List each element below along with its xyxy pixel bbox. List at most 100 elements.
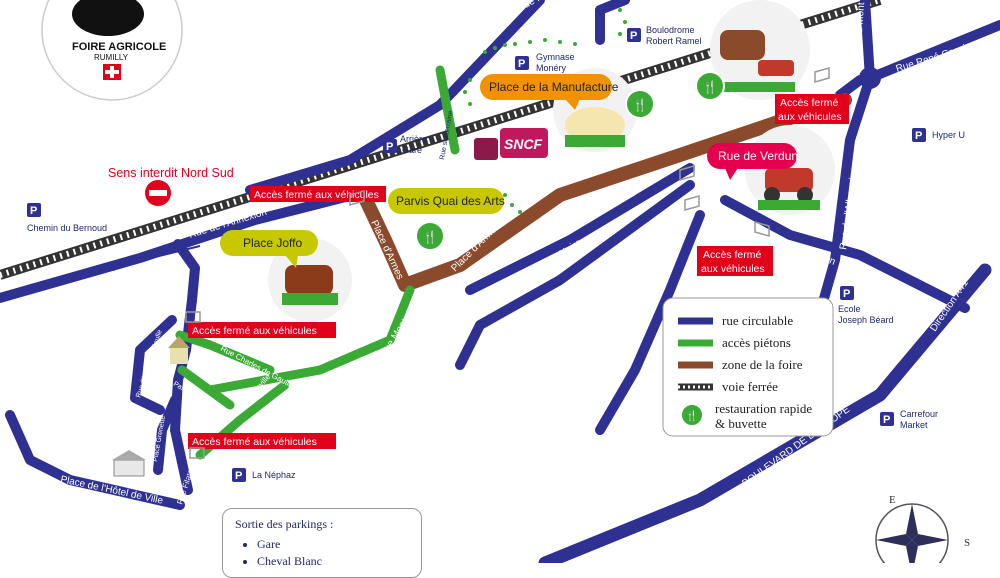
church-icon	[168, 336, 190, 364]
svg-text:Accès fermé aux véhicules: Accès fermé aux véhicules	[192, 436, 317, 448]
place-parvis-label: Parvis Quai des Arts	[396, 194, 505, 208]
compass-rose-icon: E S	[875, 494, 970, 563]
parking-boulodrome: P Boulodrome Robert Ramel	[627, 25, 702, 46]
parking-exits-list: Gare Cheval Blanc	[235, 536, 409, 570]
parkings: P Chemin du Bernoud P Arrière Gare P Gym…	[27, 25, 965, 482]
road-hotel-de-ville	[5, 410, 185, 510]
resto-icon-manufacture	[625, 89, 655, 119]
warning-banner-repos	[188, 322, 336, 338]
svg-text:Gymnase: Gymnase	[536, 52, 575, 62]
parking-ecole: P Ecole Joseph Béard	[838, 286, 894, 325]
svg-text:🍴: 🍴	[423, 230, 438, 244]
barriers	[185, 67, 830, 459]
sens-interdit-label: Sens interdit Nord Sud	[108, 166, 234, 180]
one-way-arrow	[106, 245, 201, 271]
svg-text:P: P	[915, 130, 922, 142]
svg-text:Accès fermé: Accès fermé	[703, 249, 762, 261]
svg-text:P: P	[843, 288, 850, 300]
svg-text:Boulodrome: Boulodrome	[646, 25, 695, 35]
compass-south: S	[964, 537, 970, 549]
parking-exit-item: Cheval Blanc	[257, 553, 409, 570]
svg-text:Monéry: Monéry	[536, 63, 567, 73]
resto-icon-horse	[695, 71, 725, 101]
parking-exit-item: Gare	[257, 536, 409, 553]
legend-resto-icon	[680, 403, 704, 427]
legend-item-pedestrian: accès piétons	[722, 335, 791, 350]
footsteps	[463, 8, 627, 214]
compass-east: E	[889, 494, 896, 506]
legend-item-resto-2: & buvette	[715, 416, 767, 431]
svg-text:P: P	[630, 30, 637, 42]
road-pont-du-mont-blanc	[860, 0, 875, 83]
fair-zone	[358, 93, 852, 292]
svg-text:Robert Ramel: Robert Ramel	[646, 36, 702, 46]
parking-arriere-gare: P Arrière Gare	[383, 134, 427, 155]
label-place-hotel-de-ville: Place de l'Hôtel de Ville	[59, 474, 164, 507]
parking-chemin-bernoud: P Chemin du Bernoud	[27, 203, 107, 233]
town-hall-icon	[112, 450, 146, 477]
road-rue-de-lannexion	[0, 187, 370, 303]
place-verdun-label: Rue de Verdun	[718, 149, 798, 163]
place-joffo-area: Place Joffo	[220, 230, 352, 322]
svg-text:P: P	[30, 205, 37, 217]
legend-item-resto-1: restauration rapide	[715, 401, 812, 416]
svg-text:Accès fermé aux véhicules: Accès fermé aux véhicules	[254, 189, 379, 201]
parking-gymnase: P Gymnase Monéry	[515, 52, 575, 73]
svg-text:Chemin du Bernoud: Chemin du Bernoud	[27, 223, 107, 233]
svg-text:P: P	[386, 141, 393, 153]
place-manufacture-bubble	[480, 74, 612, 100]
road-rue-terreaux	[465, 163, 695, 295]
road-avenue-gantin-east	[835, 75, 865, 100]
warning-banner-verdun	[697, 246, 773, 276]
parking-la-nephaz: P La Néphaz	[232, 468, 296, 482]
road-boulevard-europe	[538, 263, 992, 563]
place-joffo-bubble	[220, 230, 318, 256]
svg-text:Arrière: Arrière	[400, 134, 427, 144]
parking-exits-box: Sortie des parkings : Gare Cheval Blanc	[222, 508, 422, 578]
fair-map: Rue de l'Industrie Rue de la Gare Rue de…	[0, 0, 1000, 563]
svg-text:SNCF: SNCF	[504, 136, 543, 152]
sncf-logo: SNCF	[474, 128, 548, 160]
place-manufacture-label: Place de la Manufacture	[489, 80, 619, 94]
warning-banner-filaterie	[188, 433, 336, 449]
cow-silhouette-icon	[72, 0, 144, 36]
road-rue-de-lindustrie	[345, 0, 545, 165]
road-rue-charles-de-gaulle-west	[130, 315, 177, 415]
place-parvis-area: Parvis Quai des Arts 🍴	[388, 188, 505, 251]
place-manufacture-area: Place de la Manufacture 🍴	[480, 68, 655, 152]
road-rue-rene-cassin	[865, 20, 1000, 83]
road-place-grenette	[153, 395, 180, 475]
fair-logo: FOIRE AGRICOLE RUMILLY	[41, 0, 183, 101]
road-boulodrome	[595, 0, 630, 45]
place-joffo-label: Place Joffo	[243, 236, 302, 250]
road-rue-de-lalbanais	[810, 73, 875, 335]
svg-text:Hyper U: Hyper U	[932, 130, 965, 140]
svg-text:Joseph Béard: Joseph Béard	[838, 315, 894, 325]
warnings: Sens interdit Nord Sud Accès fermé aux v…	[108, 94, 849, 449]
place-verdun-bubble	[707, 143, 797, 169]
svg-text:P: P	[518, 58, 525, 70]
svg-text:Market: Market	[900, 420, 928, 430]
svg-text:🍴: 🍴	[703, 80, 718, 94]
svg-text:aux véhicules: aux véhicules	[701, 263, 765, 275]
road-rue-de-verdun	[720, 195, 970, 313]
parking-exits-title: Sortie des parkings :	[235, 517, 334, 531]
horse-area: 🍴	[695, 0, 810, 101]
parking-hyper-u: P Hyper U	[912, 128, 965, 142]
svg-text:La Néphaz: La Néphaz	[252, 470, 296, 480]
svg-text:Accès fermé: Accès fermé	[780, 97, 839, 109]
resto-icon-parvis	[415, 221, 445, 251]
logo-subtitle: RUMILLY	[94, 53, 129, 62]
legend: rue circulable accès piétons zone de la …	[662, 297, 834, 437]
svg-text:Carrefour: Carrefour	[900, 409, 938, 419]
warning-banner-annexion	[250, 186, 386, 202]
road-rue-des-forts	[595, 210, 705, 435]
savoie-flag-icon	[103, 64, 121, 80]
legend-item-fair-zone: zone de la foire	[722, 357, 803, 372]
svg-text:🍴: 🍴	[686, 409, 698, 422]
place-verdun-area: Rue de Verdun	[707, 125, 835, 215]
svg-text:Ecole: Ecole	[838, 304, 861, 314]
place-parvis-bubble	[388, 188, 504, 214]
svg-text:P: P	[235, 470, 242, 482]
warning-banner-albanais	[775, 94, 849, 124]
